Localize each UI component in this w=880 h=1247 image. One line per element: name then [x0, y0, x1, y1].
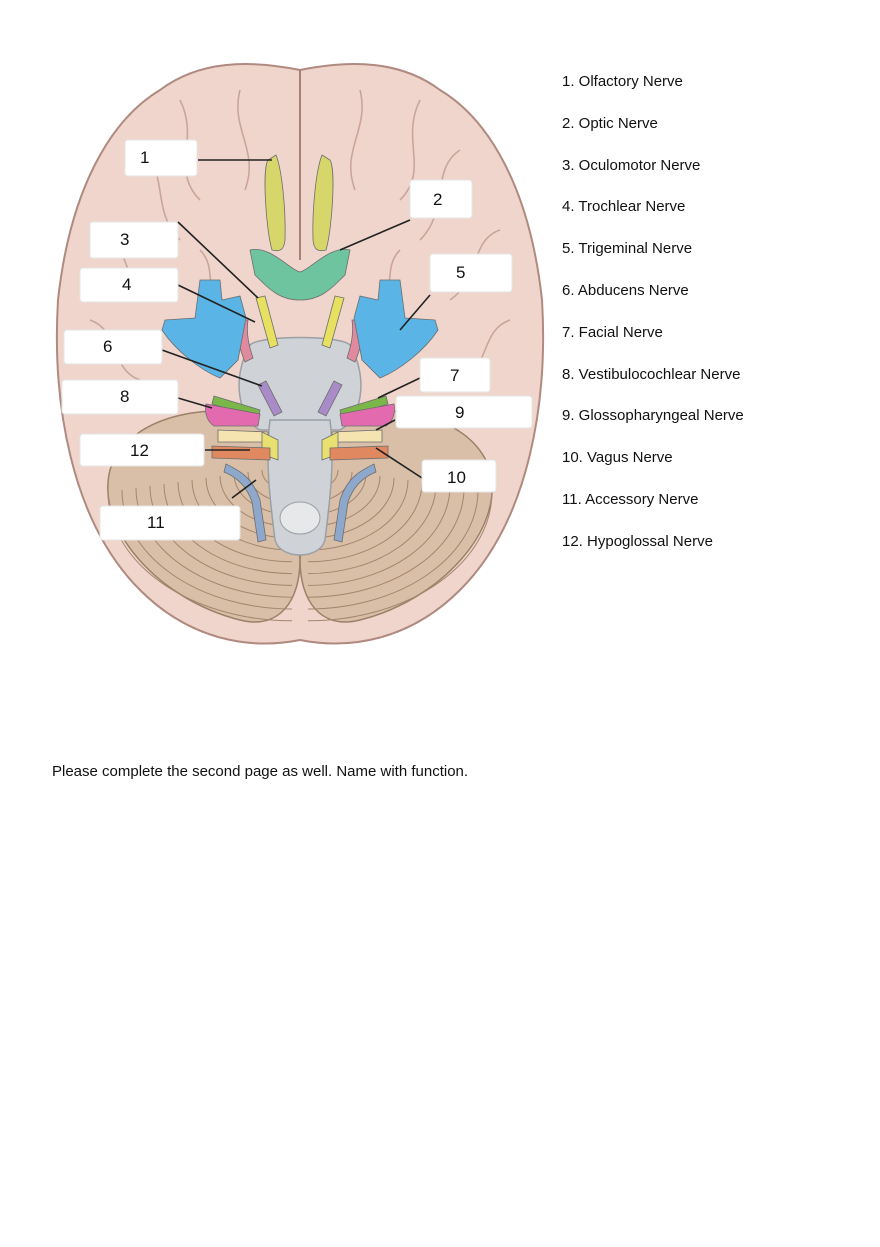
- folium: [307, 487, 465, 598]
- callout-number: 5: [456, 263, 465, 282]
- olfactory-bulb-left: [264, 154, 286, 252]
- callout-number: 3: [120, 230, 129, 249]
- instructions-text: Please complete the second page as well.…: [52, 763, 469, 780]
- nerve-list-item: 2. Optic Nerve: [562, 114, 658, 132]
- callout-number: 12: [130, 441, 149, 460]
- nerve-list-item: 1. Olfactory Nerve: [562, 73, 683, 90]
- nerve-list-item: 8. Vestibulocochlear Nerve: [562, 365, 741, 383]
- nerve-list-item: 7. Facial Nerve: [562, 323, 663, 341]
- glossopharyngeal-right: [331, 429, 383, 443]
- callout-9[interactable]: 9: [395, 395, 533, 429]
- nerve-list-item: 10. Vagus Nerve: [562, 449, 673, 467]
- vestibulocochlear-right: [339, 403, 395, 427]
- nerve-list-item: 4. Trochlear Nerve: [562, 198, 686, 216]
- callout-number: 11: [147, 513, 165, 532]
- callout-number: 10: [447, 468, 466, 487]
- callout-3[interactable]: 3: [89, 221, 179, 259]
- accessory-right: [333, 463, 377, 543]
- nerve-list-item: 9. Glossopharyngeal Nerve: [562, 407, 744, 425]
- cranial-nerves-diagram: 1 2 3 4 5 6 7 8 9 10 11 12: [55, 63, 545, 645]
- callout-number: 7: [450, 366, 459, 385]
- callout-10[interactable]: 10: [421, 459, 497, 493]
- folium: [307, 485, 451, 586]
- trigeminal-right: [353, 279, 439, 379]
- nerve-list-item: 3. Oculomotor Nerve: [562, 156, 701, 174]
- callout-12[interactable]: 12: [79, 433, 205, 467]
- folium: [163, 483, 293, 575]
- callout-1[interactable]: 1: [124, 139, 198, 177]
- callout-number: 4: [122, 275, 131, 294]
- callout-5[interactable]: 5: [429, 253, 513, 293]
- callout-2[interactable]: 2: [409, 179, 473, 219]
- callout-boxes: 1 2 3 4 5 6 7 8 9 10 11 12: [61, 139, 533, 541]
- oculomotor-left: [255, 295, 279, 349]
- callout-8[interactable]: 8: [61, 379, 179, 415]
- callout-number: 2: [433, 190, 442, 209]
- cranial-nerves: [161, 154, 439, 543]
- oculomotor-right: [321, 295, 345, 349]
- trigeminal-left: [161, 279, 247, 379]
- folium: [307, 483, 437, 575]
- callout-11[interactable]: 11: [99, 505, 241, 541]
- folium: [307, 489, 479, 610]
- callout-number: 8: [120, 387, 129, 406]
- nerve-list-item: 11. Accessory Nerve: [562, 490, 699, 508]
- vagus-left: [211, 445, 271, 461]
- callout-7[interactable]: 7: [419, 357, 491, 393]
- nerve-list: 1. Olfactory Nerve 2. Optic Nerve 3. Ocu…: [562, 72, 744, 574]
- callout-6[interactable]: 6: [63, 329, 163, 365]
- nerve-list-item: 5. Trigeminal Nerve: [562, 240, 693, 258]
- abducens-left: [257, 380, 283, 417]
- accessory-left: [223, 463, 267, 543]
- abducens-right: [317, 380, 343, 417]
- optic-chiasm: [249, 249, 351, 301]
- olfactory-bulb-right: [312, 154, 334, 252]
- folium: [307, 481, 423, 563]
- callout-number: 1: [140, 148, 149, 167]
- leader-lines: [161, 159, 431, 499]
- callout-4[interactable]: 4: [79, 267, 179, 303]
- nerve-list-item: 12. Hypoglossal Nerve: [562, 532, 713, 550]
- glossopharyngeal-left: [217, 429, 269, 443]
- vagus-right: [329, 445, 389, 461]
- nerve-list-item: 6. Abducens Nerve: [562, 281, 689, 299]
- callout-number: 9: [455, 403, 464, 422]
- folium: [307, 491, 493, 622]
- folium: [307, 479, 409, 551]
- vestibulocochlear-left: [205, 403, 261, 427]
- callout-number: 6: [103, 337, 112, 356]
